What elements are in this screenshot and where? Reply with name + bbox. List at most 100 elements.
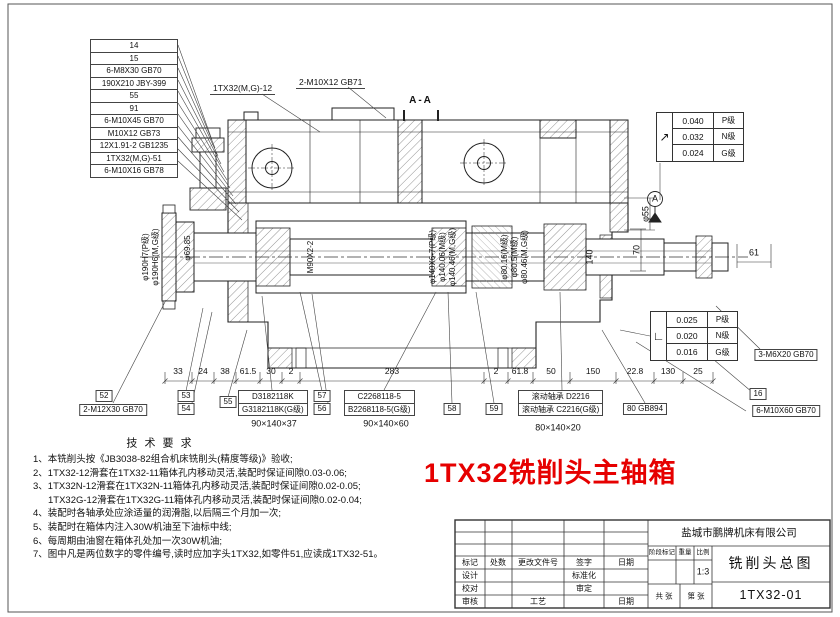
tolerance-value: 0.016 (676, 347, 698, 357)
dia140-mg-label: φ140.46(M,G级) (448, 227, 457, 287)
tolerance-grade: N级 (707, 328, 737, 344)
scale-value: 1:3 (696, 566, 710, 577)
bearing-code: G3182118K(G级) (242, 404, 304, 414)
callout-row: 6-M8X30 GB70 (91, 65, 177, 78)
dim-value: 2 (288, 365, 294, 376)
dia80-mg-label: φ80.46(M,G级) (520, 230, 529, 284)
rev-header-docno: 更改文件号 (518, 557, 558, 567)
angle-symbol-icon: ∟ (651, 312, 667, 360)
row-standard-label: 标准化 (572, 570, 596, 580)
row-review-label: 审核 (462, 596, 478, 606)
perpendicularity-tolerance-frame: ∟ 0.025 P级 0.020 N级 0.016 G级 (650, 311, 738, 361)
dia80-m1-label: φ80.16(M级) (500, 234, 509, 280)
callout-row: 55 (91, 90, 177, 103)
callout-row: 1TX32(M,G)-51 (91, 153, 177, 165)
bearing-size-a: 90×140×37 (251, 418, 297, 429)
callout-row: 91 (91, 103, 177, 115)
tolerance-value: 0.032 (673, 129, 713, 145)
tech-line: 1TX32G-12滑套在1TX32G-11箱体孔内移动灵活,装配时保证间隙0.0… (48, 494, 362, 506)
tolerance-grade: P级 (707, 312, 737, 328)
bearing-box-a: D3182118K G3182118K(G级) (238, 390, 308, 416)
tech-line: 4、装配时各轴承处应涂适量的润滑脂,以后隔三个月加一次; (33, 508, 282, 520)
tech-line: 7、图中凡是两位数字的零件编号,读时应加字头1TX32,如零件51,应读成1TX… (33, 549, 383, 561)
rev-header-mark: 标记 (462, 557, 478, 567)
part-58-label: 58 (443, 403, 461, 415)
bearing-box-c: 滚动轴承 D2216 滚动轴承 C2216(G级) (518, 390, 604, 416)
bearing-code: B2268118-5(G级) (348, 404, 411, 414)
tolerance-grade: P级 (713, 113, 743, 129)
dim-value: 61.8 (511, 365, 529, 376)
bearing-size-c: 80×140×20 (535, 422, 581, 433)
dim-value: 50 (546, 365, 556, 376)
rev-header-sign: 签字 (576, 557, 592, 567)
bearing-code: 滚动轴承 D2216 (519, 391, 603, 404)
title-block-grid (454, 519, 831, 609)
bolts-52-label: 2-M12X30 GB70 (79, 404, 147, 416)
dia140-m-label: φ140.06(M级) (438, 232, 447, 282)
part-54-label: 54 (177, 403, 195, 415)
bearing-box-b: C2268118-5 B2268118-5(G级) (344, 390, 415, 416)
datum-a-label: A (651, 193, 659, 204)
row-approve-label: 审定 (576, 583, 592, 593)
row-check-label: 校对 (462, 583, 478, 593)
dim-value: 38 (220, 365, 230, 376)
row-date-label: 日期 (618, 596, 634, 606)
callout-row: 15 (91, 53, 177, 65)
dim-value: 150 (585, 365, 601, 376)
bearing-size-b: 90×140×60 (363, 418, 409, 429)
callout-row: 6-M10X16 GB78 (104, 166, 164, 175)
dim-value: 61.5 (239, 365, 257, 376)
slide-part-label: 1TX32(M,G)-12 (210, 83, 276, 95)
rev-header-count: 处数 (490, 557, 506, 567)
tolerance-value: 0.025 (667, 312, 707, 328)
bearing-code: C2268118-5 (345, 391, 414, 404)
weight-label: 重量 (678, 548, 692, 556)
section-view-aa (227, 107, 629, 204)
dim-value: 33 (173, 365, 183, 376)
tech-line: 5、装配时在箱体内注入30W机油至下油标中线; (33, 521, 232, 533)
datum-a-symbol (647, 191, 663, 223)
ring-80-label: 80 GB894 (622, 403, 668, 415)
tech-line: 3、1TX32N-12滑套在1TX32N-11箱体孔内移动灵活,装配时保证间隙0… (33, 481, 361, 493)
dia69-label: φ69.85 (183, 235, 192, 261)
part-55-label: 55 (219, 396, 237, 408)
bolt-spec-label: 2-M10X12 GB71 (296, 77, 366, 89)
tolerance-grade: N级 (713, 129, 743, 145)
callout-row: 190X210 JBY-399 (91, 78, 177, 90)
leader-lines (112, 44, 761, 412)
bearing-code: D3182118K (239, 391, 307, 404)
scale-label: 比例 (696, 548, 710, 556)
dia55-label: φ55 (640, 206, 651, 222)
tolerance-value: 0.024 (682, 148, 704, 158)
tolerance-grade: G级 (707, 344, 737, 360)
tolerance-grade: G级 (713, 145, 743, 161)
dim-value: 283 (384, 365, 400, 376)
tech-line: 1、本铣削头按《JB3038-82组合机床铣削头(精度等级)》验收; (33, 454, 293, 465)
bearing-code: 滚动轴承 C2216(G级) (522, 404, 600, 414)
tech-requirements-list: 1、本铣削头按《JB3038-82组合机床铣削头(精度等级)》验收; 2、1TX… (33, 453, 383, 562)
dia190-mg-label: φ190H6(M,G级) (151, 228, 160, 286)
dim-value: 22.8 (626, 365, 644, 376)
tech-line: 2、1TX32-12滑套在1TX32-11箱体孔内移动灵活,装配时保证间隙0.0… (33, 467, 347, 479)
clamp-mechanism (189, 127, 227, 211)
part-56-label: 56 (313, 403, 331, 415)
dim-value: 25 (693, 365, 703, 376)
len61-label: 61 (748, 247, 760, 258)
runout-symbol-icon: ↗ (657, 113, 673, 161)
row-process-label: 工艺 (530, 596, 546, 606)
part-16-label: 16 (749, 388, 767, 400)
drawing-number: 1TX32-01 (739, 587, 803, 602)
stage-mark-label: 阶段标记 (649, 548, 675, 556)
callout-row: M10X12 GB73 (91, 128, 177, 140)
part-52-label: 52 (95, 390, 113, 402)
sheet-no-label: 第 张 (687, 591, 705, 601)
top-left-callout-stack: 14 15 6-M8X30 GB70 190X210 JBY-399 55 91… (90, 39, 178, 178)
company-name: 盐城市鹏牌机床有限公司 (681, 526, 797, 539)
drawing-name-red: 1TX32铣削头主轴箱 (424, 458, 677, 488)
screws-upper-right-label: 3-M6X20 GB70 (754, 349, 818, 361)
drawing-title: 铣削头总图 (728, 555, 814, 571)
tech-line: 6、每周期由油窗在箱体孔处加一次30W机油; (33, 535, 222, 547)
part-59-label: 59 (485, 403, 503, 415)
callout-row: 6-M10X45 GB70 (91, 115, 177, 128)
